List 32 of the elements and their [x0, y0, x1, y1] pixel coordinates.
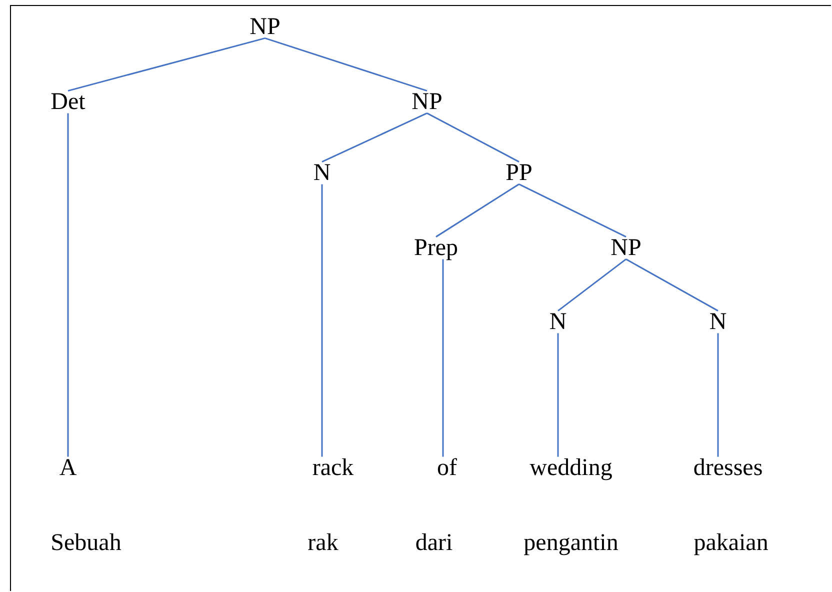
- tree-branch: [436, 184, 520, 238]
- tree-node-label: Prep: [412, 234, 460, 262]
- tree-branch: [322, 112, 428, 162]
- translation-label: Sebuah: [50, 530, 122, 556]
- tree-node-label: N: [311, 160, 333, 186]
- tree-branch: [557, 333, 559, 457]
- word-label: rack: [310, 454, 356, 482]
- word-label: of: [435, 454, 459, 482]
- translation-label: pakaian: [692, 530, 770, 556]
- word-label: dresses: [691, 454, 765, 482]
- tree-branch: [321, 184, 323, 457]
- tree-node-label: N: [547, 308, 569, 336]
- tree-node-label: PP: [504, 160, 534, 186]
- tree-node-label: NP: [410, 88, 444, 116]
- translation-label: dari: [414, 530, 454, 556]
- word-label: wedding: [528, 454, 614, 482]
- tree-node-label: N: [707, 308, 729, 336]
- tree-branch: [626, 258, 718, 312]
- tree-branch: [442, 259, 444, 457]
- translation-label: rak: [306, 530, 340, 556]
- tree-branch: [68, 37, 266, 92]
- tree-branch: [558, 258, 626, 312]
- tree-node-label: NP: [608, 234, 644, 262]
- tree-branch: [717, 333, 719, 457]
- tree-node-label: NP: [248, 14, 282, 40]
- tree-branch: [426, 112, 520, 162]
- tree-branch: [67, 113, 69, 457]
- tree-node-label: Det: [48, 88, 88, 116]
- translation-label: pengantin: [522, 530, 620, 556]
- word-label: A: [57, 454, 79, 482]
- tree-branch: [518, 184, 626, 238]
- tree-branch: [264, 37, 428, 92]
